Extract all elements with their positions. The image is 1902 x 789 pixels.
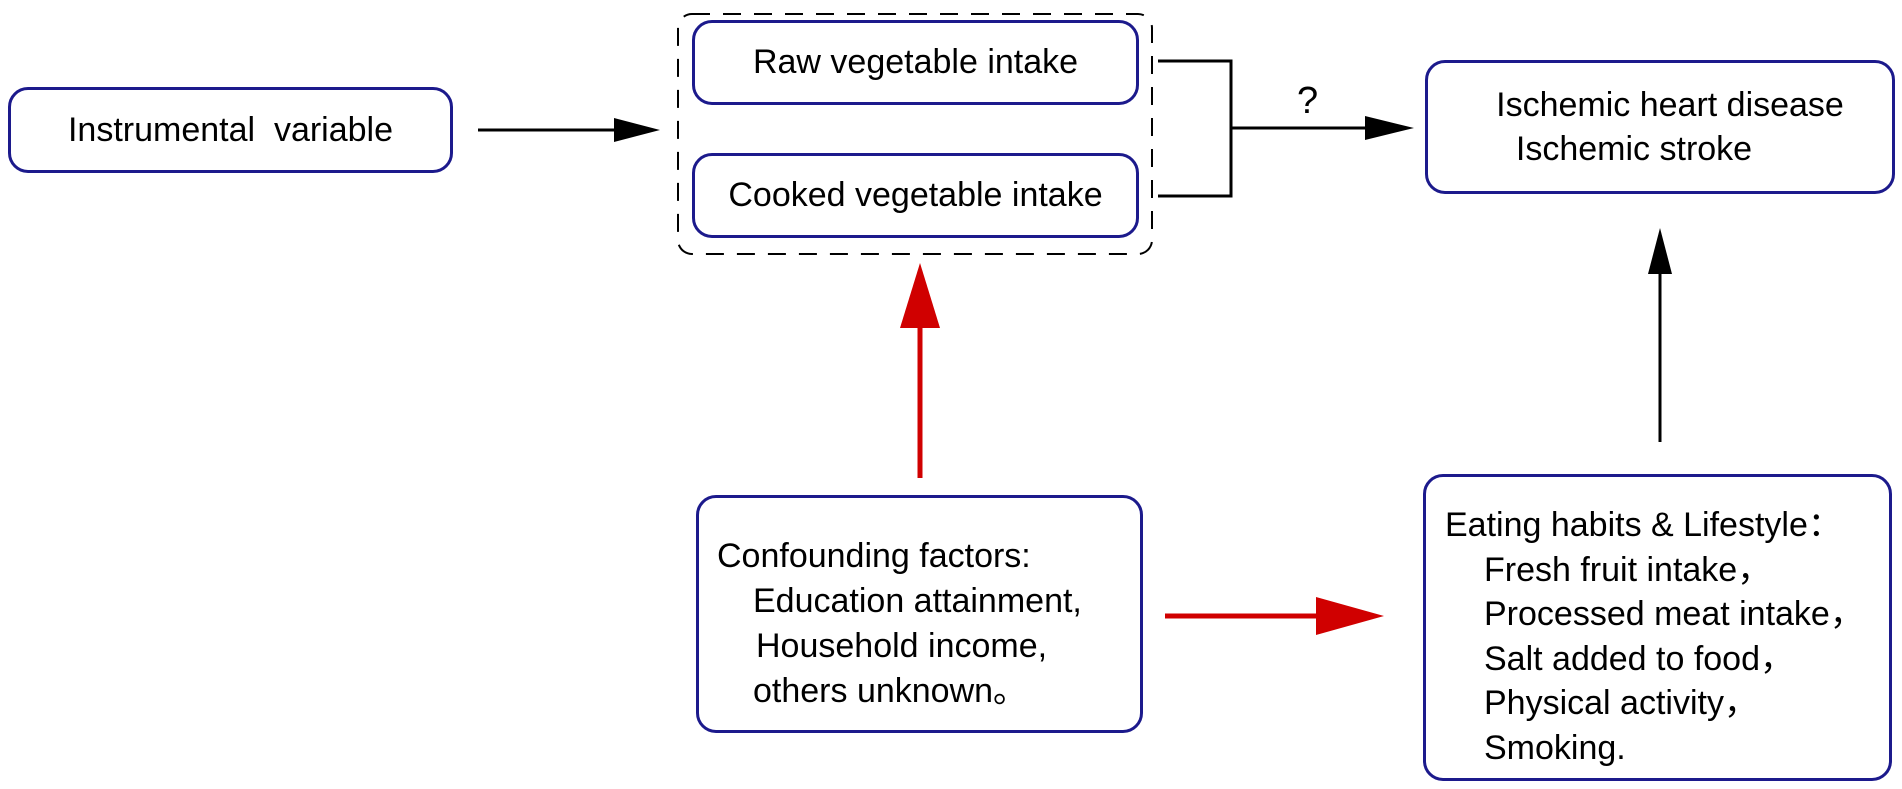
instrumental-variable-label: Instrumental variable: [67, 110, 394, 149]
confounding-factors-node: Confounding factors: Education attainmen…: [696, 495, 1143, 733]
arrowhead-confounders-right: [1316, 597, 1384, 635]
raw-vegetable-node: Raw vegetable intake: [692, 20, 1139, 105]
arrowhead-lifestyle-up: [1648, 228, 1672, 274]
outcome-line-2: Ischemic stroke: [1515, 130, 1753, 168]
confounder-item: Education attainment,: [753, 582, 1082, 620]
lifestyle-item: Fresh fruit intake，: [1484, 550, 1772, 589]
arrowhead-instrument: [614, 118, 660, 142]
outcome-node: Ischemic heart disease Ischemic stroke: [1425, 60, 1895, 194]
raw-vegetable-label: Raw vegetable intake: [752, 43, 1079, 82]
arrowhead-confounders-up: [900, 263, 940, 328]
lifestyle-item: Salt added to food，: [1484, 639, 1795, 678]
unknown-effect-label: ?: [1297, 80, 1319, 122]
outcome-line-1: Ischemic heart disease: [1496, 85, 1844, 124]
confounders-title: Confounding factors:: [717, 537, 1031, 575]
cooked-vegetable-node: Cooked vegetable intake: [692, 153, 1139, 238]
instrumental-variable-node: Instrumental variable: [8, 87, 453, 173]
confounder-item: Household income,: [756, 627, 1048, 665]
eating-habits-lifestyle-node: Eating habits & Lifestyle： Fresh fruit i…: [1423, 474, 1892, 781]
exposure-bracket: [1158, 59, 1233, 198]
lifestyle-item: Physical activity，: [1484, 684, 1758, 722]
lifestyle-item: Processed meat intake，: [1484, 595, 1864, 633]
lifestyle-title: Eating habits & Lifestyle：: [1445, 506, 1842, 544]
lifestyle-item: Smoking.: [1484, 728, 1626, 767]
exposure-group-outline: [677, 13, 1153, 255]
arrowhead-outcome: [1365, 116, 1414, 140]
confounder-item: others unknown。: [753, 672, 1028, 710]
cooked-vegetable-label: Cooked vegetable intake: [728, 176, 1103, 215]
